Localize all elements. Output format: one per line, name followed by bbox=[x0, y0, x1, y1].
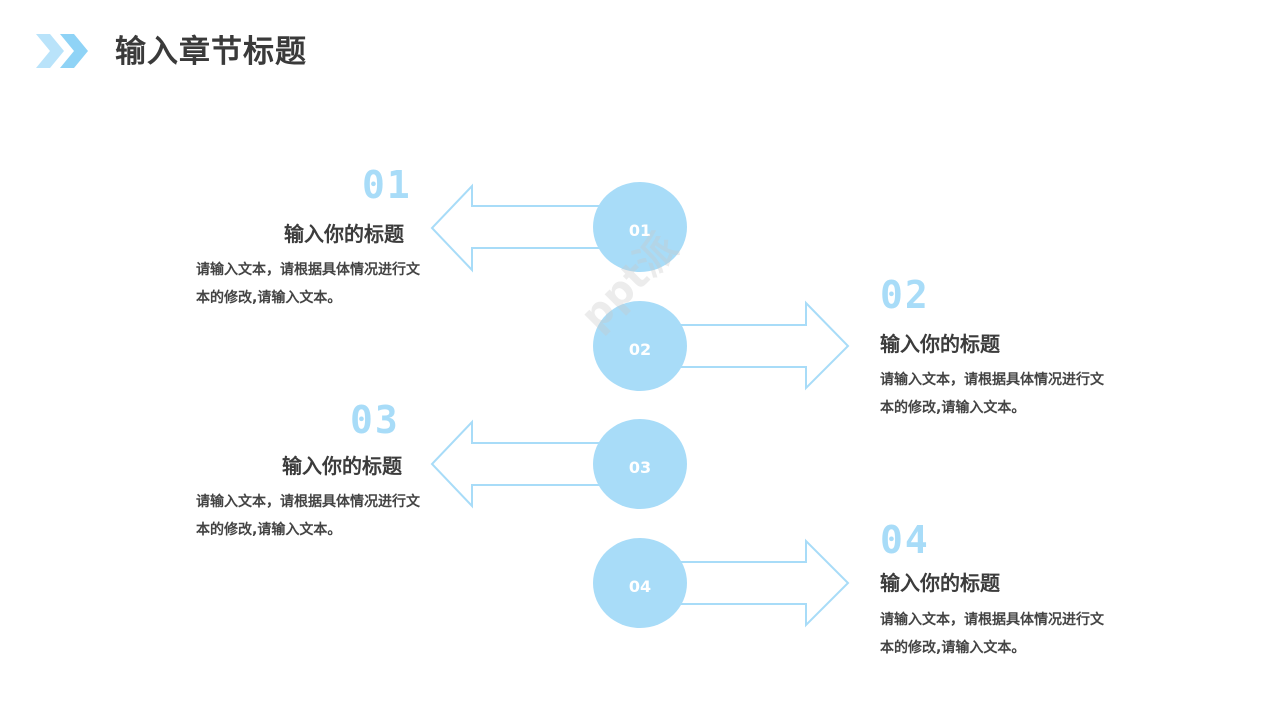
circle-label-2: 02 bbox=[629, 340, 651, 359]
item-title-2: 输入你的标题 bbox=[880, 332, 1000, 356]
page-title: 输入章节标题 bbox=[115, 34, 307, 70]
item-title-3: 输入你的标题 bbox=[282, 454, 402, 478]
item-title-4: 输入你的标题 bbox=[880, 571, 1000, 595]
circle-1 bbox=[593, 182, 687, 272]
circle-3 bbox=[593, 419, 687, 509]
circle-2 bbox=[593, 301, 687, 391]
item-number-4: 04 bbox=[880, 518, 930, 562]
circle-label-1: 01 bbox=[629, 221, 651, 240]
item-text-2: 请输入文本，请根据具体情况进行文本的修改,请输入文本。 bbox=[880, 372, 1104, 416]
item-number-3: 03 bbox=[350, 398, 400, 442]
chevron-arrows-icon bbox=[36, 34, 88, 68]
circle-label-3: 03 bbox=[629, 458, 651, 477]
item-number-1: 01 bbox=[362, 163, 412, 207]
item-text-3: 请输入文本，请根据具体情况进行文本的修改,请输入文本。 bbox=[196, 494, 420, 538]
item-number-2: 02 bbox=[880, 273, 930, 317]
item-title-1: 输入你的标题 bbox=[284, 222, 404, 246]
circle-4 bbox=[593, 538, 687, 628]
item-text-1: 请输入文本，请根据具体情况进行文本的修改,请输入文本。 bbox=[196, 262, 420, 306]
item-text-4: 请输入文本，请根据具体情况进行文本的修改,请输入文本。 bbox=[880, 612, 1104, 656]
circle-label-4: 04 bbox=[629, 577, 651, 596]
